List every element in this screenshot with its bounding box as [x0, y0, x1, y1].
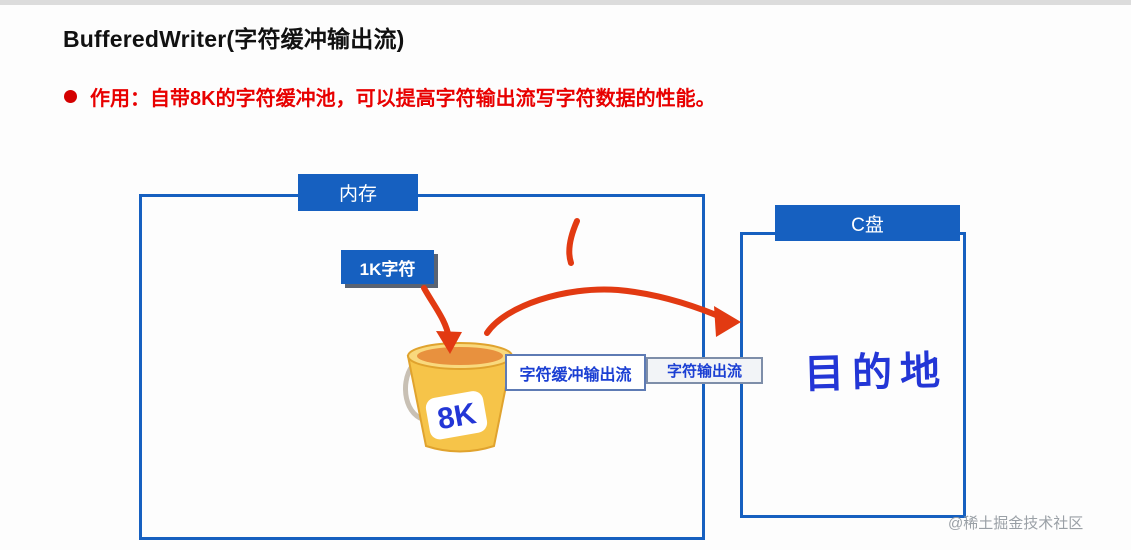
- arrowhead-right-icon: [714, 306, 741, 337]
- buffered-stream-label: 字符缓冲输出流: [505, 354, 646, 391]
- chunk-1k-label: 1K字符: [341, 250, 434, 284]
- memory-label: 内存: [298, 174, 418, 211]
- bucket-8k-text: 8K: [435, 397, 479, 436]
- top-edge-strip: [0, 0, 1131, 5]
- bullet-text: 作用：自带8K的字符缓冲池，可以提高字符输出流写字符数据的性能。: [90, 88, 716, 110]
- watermark: @稀土掘金技术社区: [948, 515, 1084, 532]
- bullet-point: 作用：自带8K的字符缓冲池，可以提高字符输出流写字符数据的性能。: [64, 82, 716, 111]
- bucket-icon: 8K: [403, 342, 514, 453]
- cdrive-label: C盘: [775, 205, 960, 241]
- destination-text: 目的地: [803, 349, 949, 397]
- page-title: BufferedWriter(字符缓冲输出流): [63, 26, 405, 52]
- bucket-label-patch: 8K: [425, 391, 488, 440]
- stream-label: 字符输出流: [646, 357, 763, 384]
- bullet-dot-icon: [64, 90, 77, 103]
- bucket-rim-inner: [417, 347, 503, 365]
